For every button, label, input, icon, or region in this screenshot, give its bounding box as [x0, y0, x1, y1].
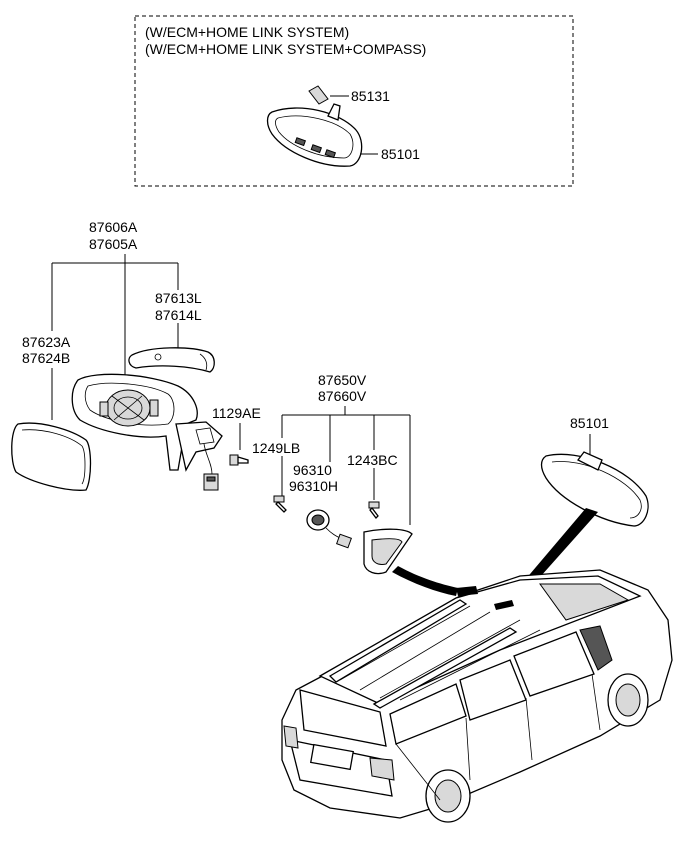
- label-96310H: 96310H: [289, 478, 338, 494]
- label-87605A: 87605A: [89, 236, 138, 252]
- variant-box-border: [134, 15, 574, 187]
- label-87606A: 87606A: [89, 219, 138, 235]
- label-87614L: 87614L: [155, 307, 202, 323]
- label-87650V: 87650V: [318, 372, 367, 388]
- sensor-96310-part: [306, 509, 352, 549]
- arrow-to-pillar: [392, 566, 458, 596]
- label-85131: 85131: [351, 88, 390, 104]
- label-1129AE: 1129AE: [212, 405, 261, 421]
- mirror-housing-part: [71, 373, 223, 491]
- label-1249LB: 1249LB: [252, 440, 300, 456]
- mirror-glass-part: [11, 422, 92, 491]
- label-87613L: 87613L: [155, 290, 202, 306]
- label-85101-variant: 85101: [381, 146, 420, 162]
- variant-line-2: (W/ECM+HOME LINK SYSTEM+COMPASS): [145, 41, 426, 57]
- bracket-group: 87650V 87660V 1249LB 96310 96310H 1243BC: [252, 372, 413, 575]
- label-85101-main: 85101: [570, 415, 609, 431]
- variant-box: (W/ECM+HOME LINK SYSTEM) (W/ECM+HOME LIN…: [134, 15, 574, 187]
- label-87623A: 87623A: [22, 334, 71, 350]
- mirror-cover-part: [128, 347, 215, 373]
- label-96310: 96310: [293, 462, 332, 478]
- screw-1129AE-part: [229, 454, 249, 466]
- label-1243BC: 1243BC: [347, 452, 398, 468]
- label-87624B: 87624B: [22, 350, 70, 366]
- vehicle-illustration: [281, 569, 673, 823]
- outside-mirror-group: 87606A 87605A 87613L 87614L 87623A 87624…: [11, 219, 261, 491]
- inside-mirror-variant-part: [266, 103, 378, 167]
- bolt-1249LB-part: [273, 495, 287, 513]
- variant-line-1: (W/ECM+HOME LINK SYSTEM): [145, 24, 349, 40]
- inside-mirror-main-part: [540, 451, 649, 527]
- label-87660V: 87660V: [318, 388, 367, 404]
- inside-mirror-cover-part: [308, 85, 349, 105]
- triangle-cover-part: [363, 528, 413, 575]
- bolt-1243BC-part: [368, 501, 380, 519]
